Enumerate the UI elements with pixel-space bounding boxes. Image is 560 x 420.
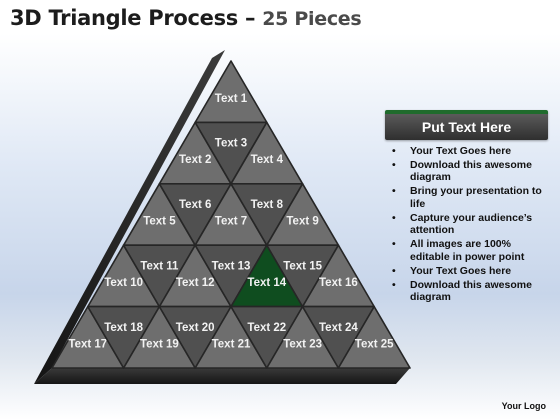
title-dash: – bbox=[245, 6, 256, 30]
bullet-dot-icon: • bbox=[392, 145, 396, 157]
triangle-label-1: Text 1 bbox=[215, 93, 248, 105]
triangle-label-19: Text 19 bbox=[140, 338, 179, 350]
bullet-text: Bring your presentation to life bbox=[410, 185, 542, 210]
bullet-dot-icon: • bbox=[392, 238, 396, 251]
bullet-list: • Your Text Goes here • Download this aweso… bbox=[385, 145, 548, 304]
triangle-label-20: Text 20 bbox=[176, 322, 215, 334]
triangle-label-22: Text 22 bbox=[247, 322, 286, 334]
triangle-label-21: Text 21 bbox=[212, 338, 251, 350]
triangle-label-10: Text 10 bbox=[104, 277, 143, 289]
bullet-text: Download this awesome diagram bbox=[410, 158, 532, 184]
triangle-label-15: Text 15 bbox=[283, 261, 322, 273]
bullet-text: Your Text Goes here bbox=[410, 145, 512, 157]
triangle-label-13: Text 13 bbox=[212, 261, 251, 273]
bullet-text: Download this awesome diagram bbox=[410, 278, 532, 304]
title-sub: 25 Pieces bbox=[262, 8, 362, 30]
bullet-item: • Bring your presentation to life bbox=[385, 185, 548, 210]
triangle-label-24: Text 24 bbox=[319, 322, 358, 334]
triangle-label-12: Text 12 bbox=[176, 277, 215, 289]
triangle-label-4: Text 4 bbox=[251, 154, 284, 166]
page-title: 3D Triangle Process – 25 Pieces bbox=[10, 6, 362, 30]
triangle-label-14: Text 14 bbox=[247, 277, 286, 289]
triangle-piece-25 bbox=[337, 305, 411, 369]
text-panel: Put Text Here • Your Text Goes here • Downl… bbox=[385, 110, 548, 305]
triangle-label-16: Text 16 bbox=[319, 277, 358, 289]
bullet-item: • Your Text Goes here bbox=[385, 145, 548, 158]
bullet-dot-icon: • bbox=[392, 158, 396, 171]
bullet-item: • Download this awesome diagram bbox=[385, 279, 548, 304]
bullet-dot-icon: • bbox=[392, 278, 396, 291]
triangle-label-11: Text 11 bbox=[140, 261, 179, 273]
panel-heading: Put Text Here bbox=[385, 110, 548, 140]
pyramid-base-face bbox=[34, 368, 410, 384]
triangle-label-3: Text 3 bbox=[215, 138, 247, 150]
triangle-label-6: Text 6 bbox=[179, 199, 211, 211]
bullet-dot-icon: • bbox=[392, 211, 396, 224]
triangle-label-8: Text 8 bbox=[251, 199, 284, 211]
bullet-dot-icon: • bbox=[392, 264, 396, 277]
bullet-dot-icon: • bbox=[392, 185, 396, 198]
bullet-item: • Your Text Goes here bbox=[385, 265, 548, 278]
triangle-label-17: Text 17 bbox=[68, 338, 107, 350]
logo-text: Your Logo bbox=[501, 401, 546, 411]
triangle-label-2: Text 2 bbox=[179, 154, 211, 166]
triangle-label-18: Text 18 bbox=[104, 322, 143, 334]
title-main: 3D Triangle Process bbox=[10, 6, 238, 30]
triangle-label-25: Text 25 bbox=[355, 338, 394, 350]
bullet-text: Capture your audience’s attention bbox=[410, 211, 533, 237]
triangle-label-7: Text 7 bbox=[215, 216, 247, 228]
triangle-label-23: Text 23 bbox=[283, 338, 322, 350]
bullet-item: • Download this awesome diagram bbox=[385, 159, 548, 184]
bullet-item: • Capture your audience’s attention bbox=[385, 212, 548, 237]
bullet-item: • All images are 100% editable in power p… bbox=[385, 238, 548, 263]
triangle-label-5: Text 5 bbox=[143, 216, 176, 228]
bullet-text: All images are 100% editable in power po… bbox=[410, 238, 525, 263]
triangle-label-9: Text 9 bbox=[286, 216, 318, 228]
bullet-text: Your Text Goes here bbox=[410, 264, 512, 277]
pyramid-left-face bbox=[34, 50, 225, 384]
